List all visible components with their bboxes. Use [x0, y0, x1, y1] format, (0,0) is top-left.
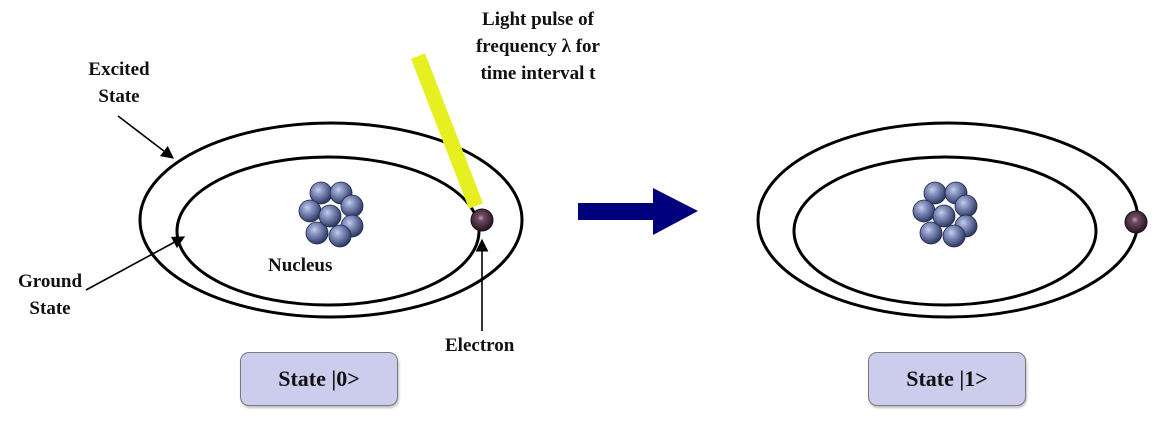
ground-orbit-right	[792, 155, 1098, 307]
ground-state-line-2: State	[29, 298, 71, 319]
excited-state-line-2: State	[98, 86, 140, 107]
state-1-box: State |1>	[868, 352, 1026, 406]
ground-state-pointer	[85, 236, 186, 291]
excited-state-label: Excited State	[64, 56, 174, 110]
light-pulse-label: Light pulse of frequency λ for time inte…	[428, 6, 648, 87]
excited-orbit-left	[138, 121, 524, 319]
nucleus-label: Nucleus	[268, 255, 333, 276]
light-pulse-line-1: Light pulse of	[482, 9, 594, 30]
excited-state-line-1: Excited	[88, 59, 150, 80]
electron-label: Electron	[445, 335, 515, 356]
ground-state-label: Ground State	[0, 268, 100, 322]
excited-state-pointer	[117, 115, 175, 159]
state-0-label: State |0>	[278, 366, 360, 391]
light-pulse-beam	[411, 53, 483, 209]
nucleus-right	[912, 181, 978, 248]
ground-state-line-1: Ground	[17, 271, 83, 292]
light-pulse-line-2: frequency λ for	[475, 36, 600, 57]
state-1-label: State |1>	[906, 366, 988, 391]
light-pulse-line-3: time interval t	[480, 63, 596, 84]
nucleus-left	[298, 181, 364, 248]
transition-arrow	[578, 188, 698, 235]
state-0-box: State |0>	[240, 352, 398, 406]
electron-left	[470, 208, 494, 232]
electron-right	[1124, 210, 1148, 234]
